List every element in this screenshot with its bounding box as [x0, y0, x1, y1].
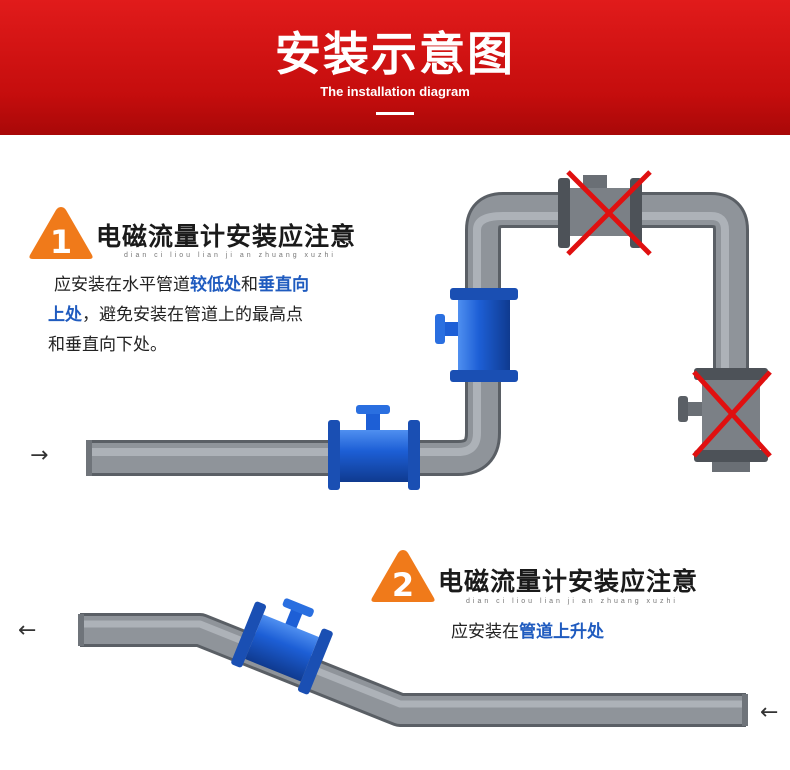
pipe-system-2: [78, 613, 748, 727]
header-banner: 安装示意图 The installation diagram: [0, 0, 790, 135]
flowmeter-descending-wrong: [678, 368, 772, 472]
note1-description: 应安装在水平管道较低处和垂直向 上处，避免安装在管道上的最高点 和垂直向下处。: [48, 275, 309, 355]
title-underline: [376, 112, 414, 115]
note1-title: 电磁流量计安装应注意: [96, 222, 357, 251]
step-badge-2: 2: [370, 548, 436, 604]
flowmeter-inclined-correct: [231, 598, 333, 695]
pipe-system-1: [86, 192, 749, 476]
flow-direction-arrow-in: ←: [760, 700, 779, 725]
flowmeter-horizontal-correct: [328, 405, 420, 490]
page-title: 安装示意图: [275, 27, 515, 81]
note2-pinyin: dian ci liou lian ji an zhuang xuzhi: [466, 598, 678, 605]
flow-direction-arrow-1: →: [30, 443, 49, 468]
note2-description: 应安装在管道上升处: [451, 622, 604, 642]
note2-title: 电磁流量计安装应注意: [438, 567, 699, 596]
flowmeter-top-wrong: [558, 170, 652, 256]
pipe-end: [86, 440, 92, 476]
step-badge-1: 1: [28, 205, 94, 261]
note1-pinyin: dian ci liou lian ji an zhuang xuzhi: [124, 252, 336, 259]
step-number-2: 2: [392, 566, 414, 604]
flow-direction-arrow-out: ←: [18, 618, 37, 643]
step-number-1: 1: [50, 223, 72, 261]
page-subtitle: The installation diagram: [320, 84, 470, 99]
flowmeter-vertical-correct: [435, 288, 518, 382]
